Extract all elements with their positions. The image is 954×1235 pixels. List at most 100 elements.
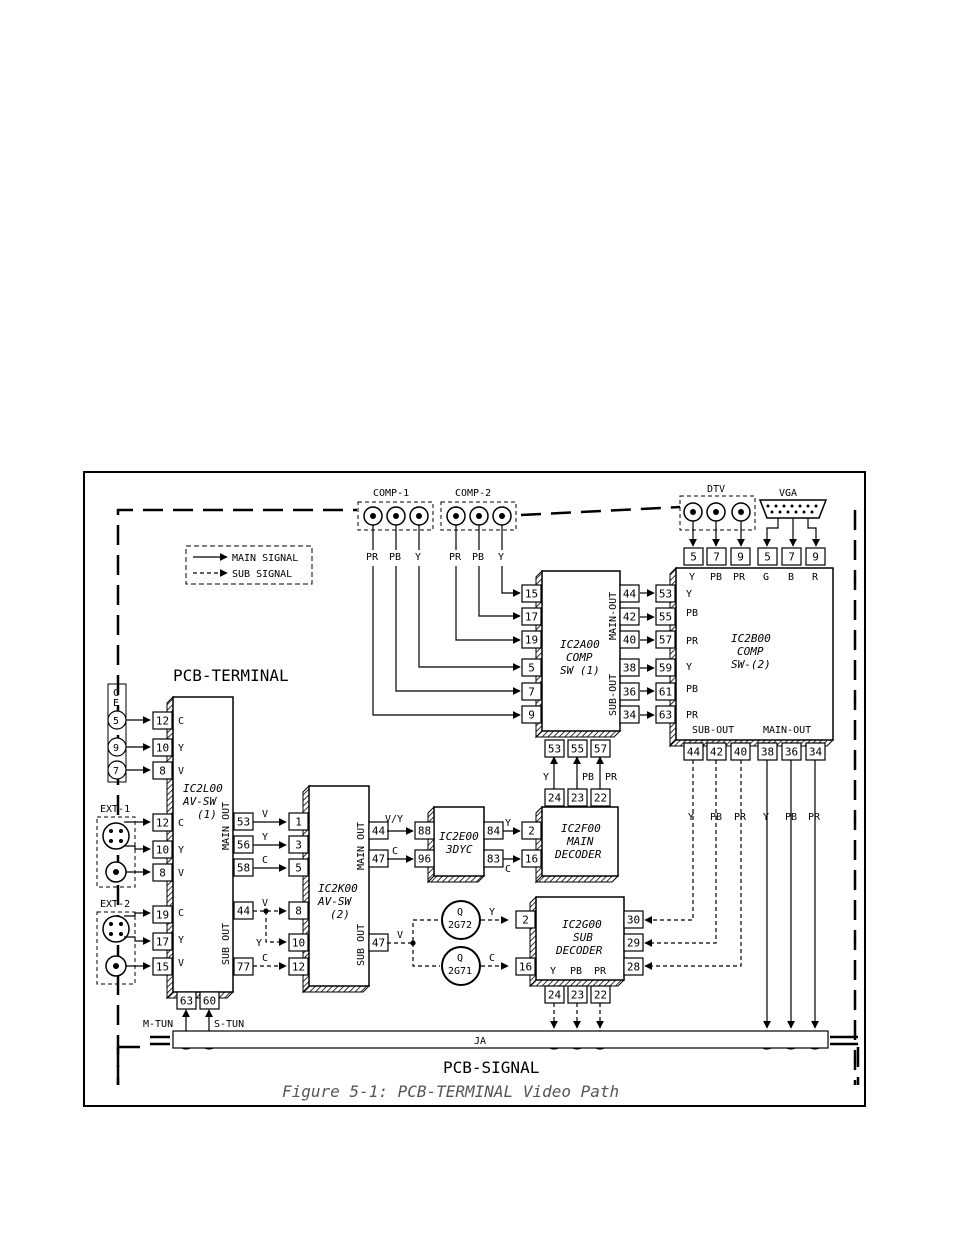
- pin-box: 15: [152, 957, 173, 976]
- pin-box: 7: [521, 682, 542, 701]
- svg-text:EXT-1: EXT-1: [100, 804, 130, 815]
- svg-text:PB: PB: [570, 966, 582, 977]
- pin-box: 16: [521, 849, 542, 868]
- pin-box: 22: [590, 985, 611, 1004]
- pcb-signal-label: PCB-SIGNAL: [443, 1058, 539, 1077]
- pin-number: 17: [156, 936, 169, 949]
- pin-number: 24: [548, 792, 562, 805]
- pin-number: 5: [528, 662, 535, 675]
- pin-number: 36: [623, 686, 636, 699]
- pin-number: 55: [571, 743, 584, 756]
- pin-number: 83: [487, 853, 500, 866]
- pin-box: 38: [757, 742, 778, 761]
- pin-number: 47: [372, 853, 385, 866]
- svg-text:PR: PR: [605, 772, 618, 783]
- svg-text:B: B: [788, 572, 794, 583]
- svg-text:MAIN-OUT: MAIN-OUT: [608, 592, 619, 640]
- pin-number: 29: [627, 937, 640, 950]
- pin-number: 88: [418, 825, 431, 838]
- pin-box: 55: [655, 607, 676, 626]
- pin-box: 55: [567, 739, 588, 758]
- pin-number: 8: [159, 867, 166, 880]
- pin-number: 17: [525, 611, 538, 624]
- svg-text:PB: PB: [710, 572, 722, 583]
- svg-text:MAIN OUT: MAIN OUT: [221, 802, 232, 850]
- svg-text:Q: Q: [457, 907, 463, 918]
- svg-text:SUB-OUT: SUB-OUT: [608, 674, 619, 716]
- svg-text:AV-SW: AV-SW: [182, 795, 217, 808]
- pin-box: 44: [683, 742, 704, 761]
- ic2e00-chip: IC2E00 3DYC: [426, 805, 486, 884]
- pin-box: 10: [152, 840, 173, 859]
- svg-text:PR: PR: [808, 812, 821, 823]
- svg-text:COMP: COMP: [737, 645, 764, 658]
- pin-box: 10: [152, 738, 173, 757]
- pin-number: 38: [623, 662, 636, 675]
- pin-number: 63: [180, 995, 193, 1008]
- pin-box: 34: [619, 705, 640, 724]
- pin-number: 9: [737, 551, 744, 564]
- pin-box: 9: [730, 547, 751, 566]
- pin-box: 5: [757, 547, 778, 566]
- pcb-terminal-boundary: [116, 505, 857, 1085]
- svg-text:(1): (1): [197, 808, 217, 821]
- svg-text:MAIN: MAIN: [566, 835, 594, 848]
- comp1-label: COMP-1: [373, 488, 409, 499]
- pin-number: 12: [292, 961, 305, 974]
- svg-text:C: C: [262, 855, 268, 866]
- pin-box: 96: [414, 849, 435, 868]
- svg-text:V: V: [178, 766, 184, 777]
- svg-text:V: V: [262, 898, 268, 909]
- svg-text:IC2A00: IC2A00: [560, 638, 600, 651]
- pin-box: 1: [288, 812, 309, 831]
- svg-text:2G72: 2G72: [448, 920, 472, 931]
- ic2f00-chip: IC2F00 MAIN DECODER: [534, 805, 620, 884]
- pin-number: 19: [525, 634, 538, 647]
- pin-box: 17: [521, 607, 542, 626]
- pin-box: 47: [368, 933, 389, 952]
- svg-text:Y: Y: [686, 589, 692, 600]
- svg-text:IC2K00: IC2K00: [318, 882, 358, 895]
- b00-g00-wires: [550, 760, 742, 1029]
- svg-text:7: 7: [113, 766, 119, 777]
- svg-text:3DYC: 3DYC: [445, 843, 473, 856]
- svg-text:Y: Y: [262, 832, 268, 843]
- pin-number: 42: [623, 611, 636, 624]
- svg-text:PB: PB: [389, 552, 401, 563]
- ext2-connector: EXT-2: [96, 899, 136, 985]
- pin-number: 47: [372, 937, 385, 950]
- pin-box: 36: [781, 742, 802, 761]
- pin-box: 44: [619, 584, 640, 603]
- svg-text:DECODER: DECODER: [555, 944, 603, 957]
- pin-box: 24: [544, 985, 565, 1004]
- svg-text:E: E: [113, 698, 119, 709]
- pin-number: 84: [487, 825, 501, 838]
- svg-text:IC2E00: IC2E00: [439, 830, 479, 843]
- pin-box: 29: [623, 933, 644, 952]
- svg-text:Y: Y: [489, 907, 495, 918]
- pin-number: 7: [713, 551, 720, 564]
- svg-text:PR: PR: [366, 552, 379, 563]
- svg-text:EXT-2: EXT-2: [100, 899, 130, 910]
- pin-box: 53: [233, 812, 254, 831]
- svg-text:V: V: [397, 930, 403, 941]
- a00-b00-wires: [640, 589, 655, 719]
- pin-box: 19: [152, 905, 173, 924]
- pin-number: 2: [528, 825, 535, 838]
- pin-number: 22: [594, 792, 607, 805]
- k00-out-wires: [387, 827, 521, 970]
- legend-sub-label: SUB SIGNAL: [232, 569, 292, 580]
- pin-box: 10: [288, 933, 309, 952]
- pin-box: 5: [683, 547, 704, 566]
- pin-box: 60: [199, 991, 220, 1010]
- svg-text:(2): (2): [330, 908, 350, 921]
- s-tun-label: S-TUN: [214, 1019, 244, 1030]
- pin-number: 5: [690, 551, 697, 564]
- pin-number: 12: [156, 715, 169, 728]
- pin-number: 12: [156, 817, 169, 830]
- pin-number: 40: [734, 746, 747, 759]
- pin-number: 10: [156, 742, 169, 755]
- svg-text:5: 5: [113, 716, 119, 727]
- pin-box: 36: [619, 682, 640, 701]
